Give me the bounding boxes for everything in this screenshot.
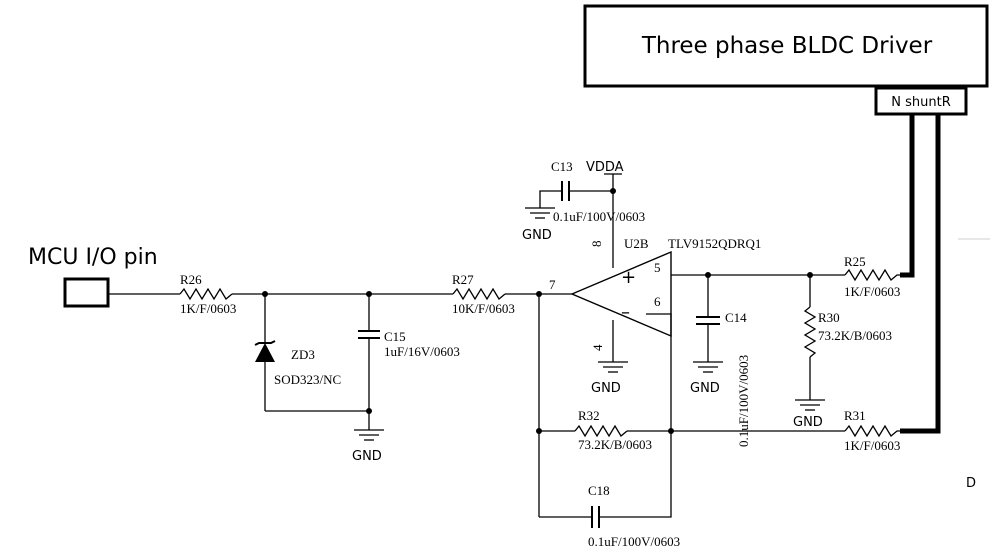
mcu-label: MCU I/O pin bbox=[28, 245, 158, 270]
driver-pin-label: N shuntR bbox=[891, 95, 950, 110]
gnd-symbol-c14: GND bbox=[690, 361, 723, 396]
capacitor-c13: C13 0.1uF/100V/0603 bbox=[539, 159, 645, 224]
gnd-label: GND bbox=[793, 415, 823, 430]
capacitor-c18: C18 0.1uF/100V/0603 bbox=[539, 431, 680, 549]
r25-ref: R25 bbox=[844, 254, 866, 269]
opamp-pin-5: 5 bbox=[654, 260, 661, 275]
c15-ref: C15 bbox=[384, 329, 406, 344]
r32-value: 73.2K/B/0603 bbox=[578, 437, 652, 452]
vdda-supply: VDDA bbox=[586, 160, 624, 268]
r26-value: 1K/F/0603 bbox=[180, 301, 236, 316]
r31-value: 1K/F/0603 bbox=[844, 438, 900, 453]
resistor-r32: R32 73.2K/B/0603 bbox=[574, 408, 652, 452]
c13-ref: C13 bbox=[551, 159, 573, 174]
capacitor-c15: C15 1uF/16V/0603 bbox=[358, 294, 460, 430]
opamp-pin-7: 7 bbox=[549, 277, 556, 292]
resistor-r27: R27 10K/F/0603 bbox=[452, 272, 515, 316]
mcu-connector: MCU I/O pin bbox=[28, 245, 180, 308]
zener-zd3: ZD3 SOD323/NC bbox=[254, 294, 341, 411]
opamp-part: TLV9152QDRQ1 bbox=[668, 236, 761, 251]
r26-ref: R26 bbox=[180, 272, 202, 287]
driver-title: Three phase BLDC Driver bbox=[641, 33, 933, 59]
bldc-driver-block: Three phase BLDC Driver N shuntR bbox=[583, 4, 989, 116]
c18-value: 0.1uF/100V/0603 bbox=[588, 534, 680, 549]
gnd-symbol-c13: GND bbox=[522, 207, 555, 243]
c13-value: 0.1uF/100V/0603 bbox=[553, 209, 645, 224]
opamp-pin-8: 8 bbox=[589, 241, 604, 248]
gnd-symbol-c15: GND bbox=[352, 429, 384, 464]
capacitor-c14: C14 0.1uF/100V/0603 bbox=[696, 275, 751, 447]
vdda-label: VDDA bbox=[586, 160, 624, 175]
zd3-value: SOD323/NC bbox=[274, 372, 341, 387]
r32-ref: R32 bbox=[578, 408, 600, 423]
resistor-r30: R30 73.2K/B/0603 bbox=[803, 275, 892, 400]
sheet-zone-letter: D bbox=[966, 476, 976, 491]
r27-ref: R27 bbox=[452, 272, 474, 287]
r30-ref: R30 bbox=[818, 310, 840, 325]
c14-value: 0.1uF/100V/0603 bbox=[736, 355, 751, 447]
gnd-symbol-opamp: GND bbox=[591, 361, 628, 396]
shunt-connections bbox=[900, 114, 941, 434]
resistor-r26: R26 1K/F/0603 bbox=[179, 272, 236, 316]
resistor-r25: R25 1K/F/0603 bbox=[844, 254, 900, 299]
c14-ref: C14 bbox=[725, 310, 747, 325]
opamp-minus: – bbox=[621, 302, 630, 323]
c15-value: 1uF/16V/0603 bbox=[384, 344, 460, 359]
gnd-label: GND bbox=[690, 381, 720, 396]
opamp-u2b: + – U2B TLV9152QDRQ1 8 4 bbox=[570, 236, 761, 351]
gnd-symbol-r30: GND bbox=[793, 399, 825, 430]
opamp-pin-6: 6 bbox=[654, 294, 661, 309]
opamp-plus: + bbox=[621, 267, 636, 288]
opamp-pin-4: 4 bbox=[590, 344, 605, 351]
r25-value: 1K/F/0603 bbox=[844, 284, 900, 299]
resistor-r31: R31 1K/F/0603 bbox=[844, 408, 900, 453]
opamp-ref: U2B bbox=[624, 236, 649, 251]
gnd-label: GND bbox=[591, 381, 621, 396]
gnd-label: GND bbox=[522, 228, 552, 243]
r31-ref: R31 bbox=[844, 408, 866, 423]
zd3-ref: ZD3 bbox=[291, 347, 315, 362]
c18-ref: C18 bbox=[588, 483, 610, 498]
gnd-label: GND bbox=[352, 449, 382, 464]
r30-value: 73.2K/B/0603 bbox=[818, 328, 892, 343]
r27-value: 10K/F/0603 bbox=[452, 301, 515, 316]
